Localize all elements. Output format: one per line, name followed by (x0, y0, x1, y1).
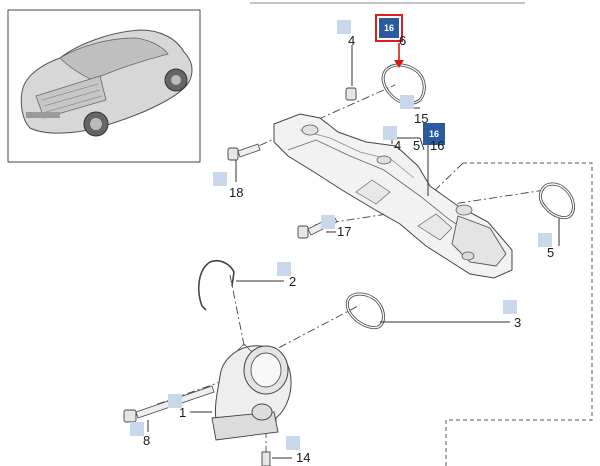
badge-placeholder-5 (538, 233, 552, 247)
part-label-17: 17 (337, 224, 351, 239)
highlight-arrow (394, 43, 404, 68)
part-label-5-mid: 5 (413, 138, 420, 153)
badge-16-highlighted[interactable]: 16 (375, 14, 403, 42)
nut-part-4 (345, 87, 357, 101)
badge-placeholder-18 (213, 172, 227, 186)
badge-placeholder-3 (503, 300, 517, 314)
part-label-16: 16 (430, 138, 444, 153)
part-label-5-right: 5 (547, 245, 554, 260)
part-label-2: 2 (289, 274, 296, 289)
part-numbers: 4 6 15 4 5 16 18 17 5 2 3 1 8 14 (143, 33, 554, 465)
screw-part-14 (261, 451, 271, 466)
badge-placeholder-2 (277, 262, 291, 276)
badge-placeholder-4-mid (383, 126, 397, 140)
assembly-boundary-dashed (445, 162, 593, 466)
badge-placeholder-15 (400, 95, 414, 109)
gasket-right-5 (538, 182, 575, 220)
badge-placeholder-14 (286, 436, 300, 450)
part-label-18: 18 (229, 185, 243, 200)
gasket-top-6 (381, 63, 426, 105)
intake-manifold-part (273, 113, 513, 279)
badge-16-small[interactable]: 16 (423, 123, 445, 145)
part-label-6: 6 (399, 33, 406, 48)
part-label-15: 15 (414, 111, 428, 126)
part-label-14: 14 (296, 450, 310, 465)
badge-placeholder-8 (130, 422, 144, 436)
clip-part-2 (197, 259, 235, 311)
car-thumbnail (7, 9, 201, 163)
gasket-3 (345, 292, 385, 330)
part-label-8: 8 (143, 433, 150, 448)
badge-placeholder-17 (321, 215, 335, 229)
badge-placeholder-4-top (337, 20, 351, 34)
badge-16-small-text: 16 (429, 129, 439, 139)
badge-placeholder-1 (168, 394, 182, 408)
part-label-3: 3 (514, 315, 521, 330)
part-label-1: 1 (179, 405, 186, 420)
car-icon (20, 29, 193, 137)
part-label-4-top: 4 (348, 33, 355, 48)
bolt-part-18 (227, 143, 261, 161)
part-label-4-mid: 4 (394, 138, 401, 153)
badge-16-highlighted-text: 16 (384, 23, 394, 33)
placeholder-badges (130, 20, 552, 450)
throttle-body-part-1 (211, 343, 292, 441)
